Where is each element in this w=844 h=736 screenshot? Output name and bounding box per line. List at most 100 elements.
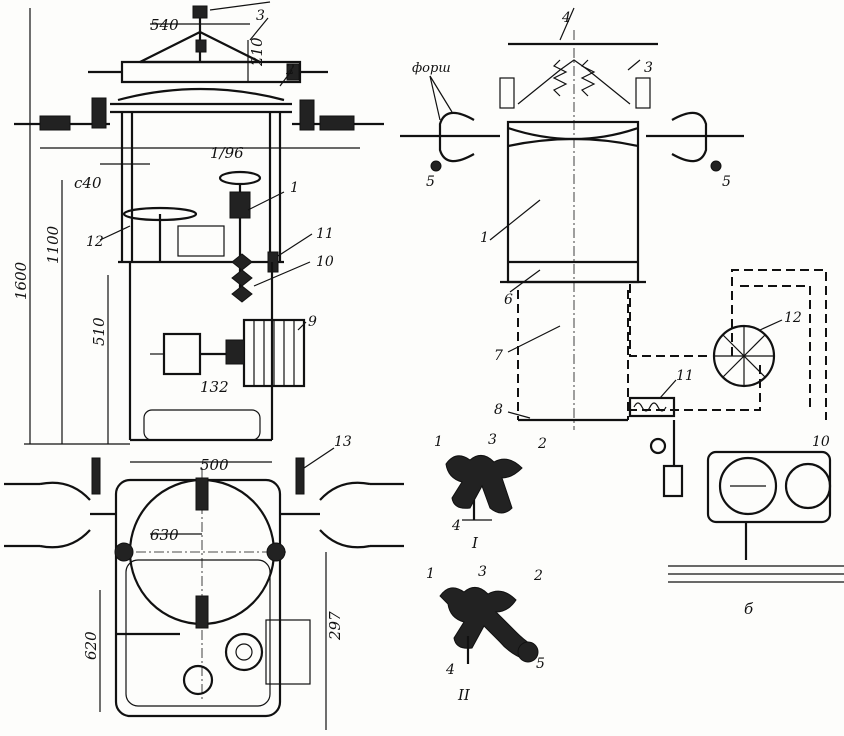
valve-ii-num-4: 4 [445,662,455,678]
plan-view: 500 630 620 297 13 [4,434,404,730]
valve-i-num-2: 2 [537,436,547,452]
pipe-to-distributor [629,284,712,357]
valve-i-num-1: 1 [434,434,443,450]
leader-1b [489,199,541,241]
schematic-callout-12: 12 [784,310,802,326]
schematic-callout-3: 3 [644,60,653,76]
valve-ii-num-5: 5 [536,656,545,672]
pipe-inner-loop [740,285,811,410]
view-letter-b: б [744,600,754,618]
pump-rotor-right [784,462,832,510]
plan-left-hinge [114,542,134,562]
valve-detail-1: 1 3 2 4 I [434,432,547,552]
valve-body-i [445,455,523,514]
leader-12 [99,225,131,241]
pump-rotor-left [718,456,778,516]
leader-6 [509,269,541,293]
schematic-callout-5-right: 5 [722,174,731,190]
dim-630: 630 [150,526,179,544]
drive-coupling [229,191,251,219]
leader-12b [759,319,783,331]
reducer-box [162,332,202,376]
plan-top-lug [195,477,209,511]
leader-3b [627,59,641,71]
schematic-callout-6: 6 [504,292,513,308]
schematic-callout-10: 10 [812,434,830,450]
forsh-label: форш [412,61,451,76]
heater-coil [633,402,667,412]
cylinder-1-lower-curve [507,137,639,148]
pipe-return-loop [731,269,827,420]
drive-gearbox [177,225,225,257]
yoke-nut [195,39,207,53]
leader-top [209,1,271,11]
leader-11 [277,233,313,257]
valve-ii-num-3: 3 [478,564,487,580]
left-nozzle-bend [438,111,475,163]
right-nozzle-bend [671,111,708,163]
plan-left-nozzles [39,481,91,549]
left-nozzle-valve [39,115,71,131]
plan-drain-circle [182,664,214,696]
schematic-callout-5-left: 5 [426,174,435,190]
left-nozzle-body [91,97,107,129]
callout-10: 10 [316,254,334,270]
schematic-callout-8: 8 [494,402,503,418]
plan-bottom-lug [195,595,209,629]
schematic-left-post [499,77,515,109]
valve-i-roman: I [471,534,479,552]
schematic-right-post [635,77,651,109]
callout-12: 12 [86,234,104,250]
leader-13 [303,447,335,469]
dim-540: 540 [150,16,179,34]
right-nozzle-tip [710,160,722,172]
callout-3: 3 [256,8,265,24]
leader-11b [659,379,677,399]
valve-ii-roman: II [457,686,471,704]
leader-10 [253,261,311,287]
schematic-callout-11: 11 [676,368,694,384]
dim-500: 500 [200,456,229,474]
pump-housing-10 [706,450,832,524]
plan-right-hinge [266,542,286,562]
right-nozzle-body [299,99,315,131]
valve-i-num-3: 3 [488,432,497,448]
vessel-lid [117,87,285,102]
dim-297: 297 [326,611,344,641]
valve-i-num-4: 4 [451,518,461,534]
control-handwheel [218,170,262,186]
dim-40: c40 [74,174,102,192]
plan-right-valve-stem [295,457,305,495]
yoke-right-clamp [286,63,300,81]
callout-9: 9 [308,314,317,330]
valve-ii-num-1: 1 [426,566,435,582]
dim-510: 510 [90,317,108,346]
dim-620: 620 [82,631,100,660]
relief-valve [662,464,684,498]
leader-forsh-1 [429,75,441,121]
schematic-callout-1: 1 [480,230,489,246]
left-nozzle-tip [430,160,442,172]
plan-motor-box [265,619,311,685]
distributor-spoke-d2 [722,334,766,378]
callout-1: 1 [290,180,299,196]
valve-ii-num-2: 2 [533,568,543,584]
right-nozzle-valve [319,115,355,131]
schematic-yoke [517,59,631,105]
lift-handwheel [192,5,208,19]
dim-132: 132 [200,378,229,396]
leader-forsh-2 [429,75,453,113]
valve-body-ii [439,587,535,661]
frame-base-box [143,409,261,441]
schematic-cylinder-1 [506,120,640,284]
leader-3 [249,17,269,41]
front-elevation-view: 540 210 1/96 c40 1600 1100 510 132 3 2 1… [12,1,384,445]
dim-1196: 1/96 [210,144,244,162]
leader-2 [279,69,293,87]
valve-ball-ii [517,641,539,663]
leader-7 [507,325,561,353]
cylinder-1-top-curve [507,126,639,141]
dim-1100: 1100 [44,225,62,264]
